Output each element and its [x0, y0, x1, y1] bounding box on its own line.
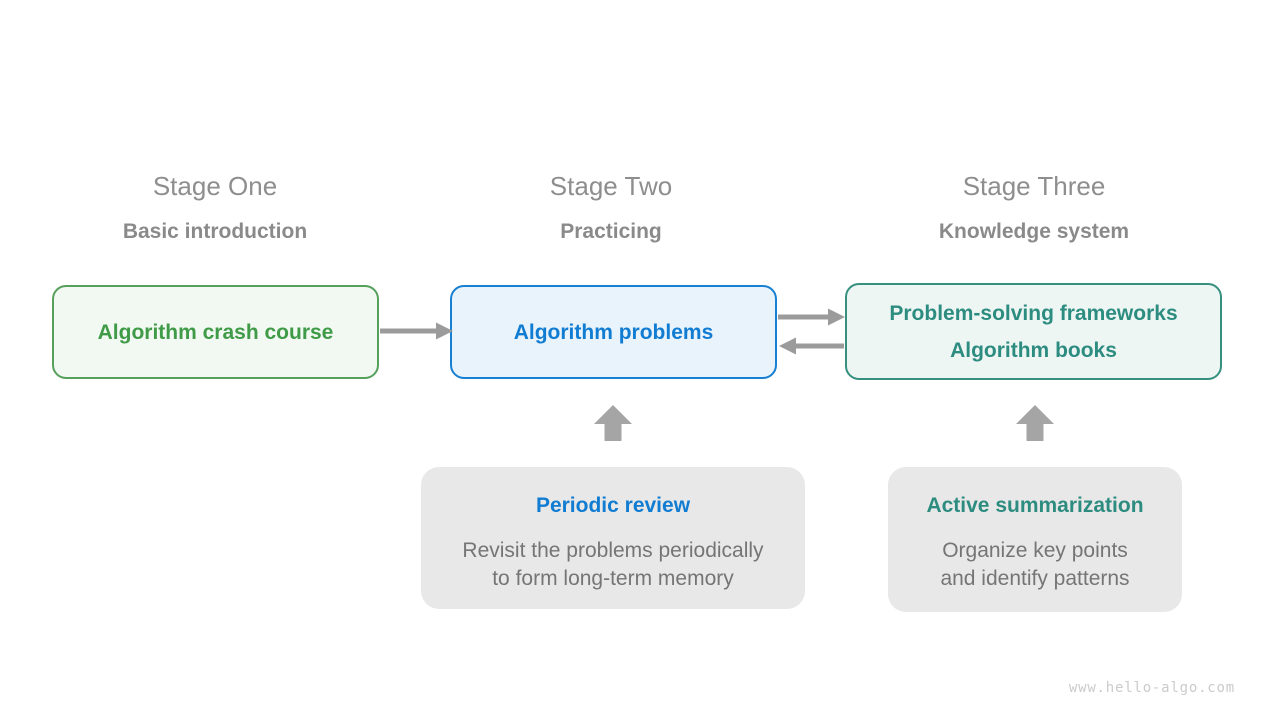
- watermark: www.hello-algo.com: [1068, 680, 1235, 696]
- note-body-line-2: to form long-term memory: [492, 567, 734, 590]
- periodic-review-body: Revisit the problems periodically to for…: [421, 537, 805, 593]
- box-label-line-2: Algorithm books: [950, 338, 1117, 362]
- note-body-line-1: Organize key points: [942, 539, 1128, 562]
- algorithm-crash-course-box: Algorithm crash course: [52, 285, 379, 379]
- active-summarization-note: Active summarization Organize key points…: [888, 467, 1182, 612]
- knowledge-system-box: Problem-solving frameworks Algorithm boo…: [845, 283, 1222, 380]
- stage-two-header: Stage Two Practicing: [446, 171, 776, 244]
- left-arrow-icon: [779, 337, 844, 355]
- box-label-line-1: Problem-solving frameworks: [889, 301, 1178, 325]
- algorithm-problems-box: Algorithm problems: [450, 285, 777, 379]
- note-body-line-1: Revisit the problems periodically: [462, 539, 764, 562]
- up-arrow-icon: [1016, 405, 1054, 441]
- periodic-review-title: Periodic review: [535, 494, 691, 517]
- box-label: Algorithm problems: [513, 320, 714, 344]
- box-label: Algorithm crash course: [97, 320, 334, 344]
- active-summarization-body: Organize key points and identify pattern…: [888, 537, 1182, 593]
- stage-two-subtitle: Practicing: [560, 220, 662, 243]
- up-arrow-icon: [594, 405, 632, 441]
- right-arrow-icon: [380, 322, 453, 340]
- note-body-line-2: and identify patterns: [940, 567, 1130, 590]
- stage-two-title: Stage Two: [549, 171, 673, 201]
- stage-three-subtitle: Knowledge system: [938, 220, 1130, 243]
- stage-one-header: Stage One Basic introduction: [50, 171, 380, 244]
- right-arrow-icon: [778, 308, 845, 326]
- periodic-review-note: Periodic review Revisit the problems per…: [421, 467, 805, 609]
- active-summarization-title: Active summarization: [926, 494, 1144, 517]
- stage-three-header: Stage Three Knowledge system: [869, 171, 1199, 244]
- stage-one-title: Stage One: [152, 171, 278, 201]
- stage-three-title: Stage Three: [962, 171, 1106, 201]
- stage-one-subtitle: Basic introduction: [122, 220, 308, 243]
